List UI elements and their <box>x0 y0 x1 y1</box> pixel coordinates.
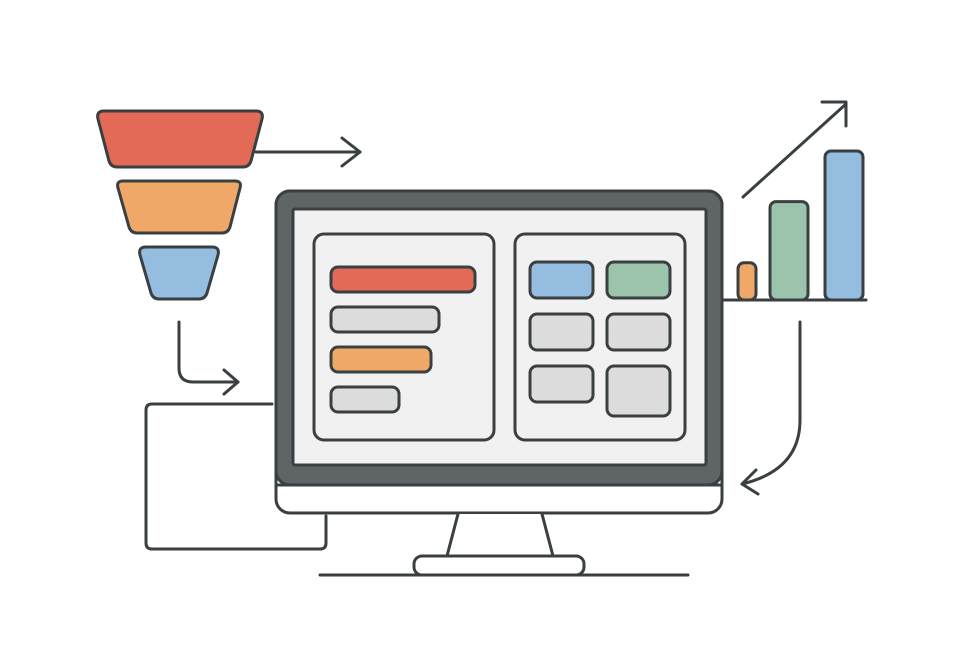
chart-bar <box>768 200 810 302</box>
funnel-tier-top <box>96 109 264 169</box>
right-panel-tile <box>528 312 595 352</box>
right-panel-tile <box>528 260 595 300</box>
monitor-neck <box>445 512 555 558</box>
left-panel-bars <box>329 265 477 414</box>
monitor-stand-base <box>412 554 586 577</box>
funnel-tier-middle <box>116 179 242 235</box>
desktop-monitor-icon <box>274 189 724 577</box>
chart-bar <box>736 261 758 302</box>
right-panel-tiles <box>528 260 672 418</box>
right-panel-tile <box>528 364 595 404</box>
side-panel-box <box>144 402 328 551</box>
funnel-tier-bottom <box>138 245 220 301</box>
chart-bar <box>823 149 865 302</box>
right-panel-tile <box>605 260 672 300</box>
growth-bar-chart-icon <box>720 149 868 302</box>
left-panel-bar <box>329 345 433 374</box>
left-panel-bar <box>329 265 477 294</box>
arrow-right-icon <box>254 136 362 168</box>
left-panel-bar <box>329 385 401 414</box>
arrow-down-right-icon <box>177 320 240 396</box>
sales-funnel-icon <box>96 109 264 301</box>
trend-up-arrow-icon <box>741 100 848 199</box>
right-panel-tile <box>605 312 672 352</box>
left-panel-bar <box>329 305 441 334</box>
chart-bars <box>736 149 865 302</box>
arrow-return-left-icon <box>740 320 802 496</box>
right-panel-tile <box>605 364 672 418</box>
